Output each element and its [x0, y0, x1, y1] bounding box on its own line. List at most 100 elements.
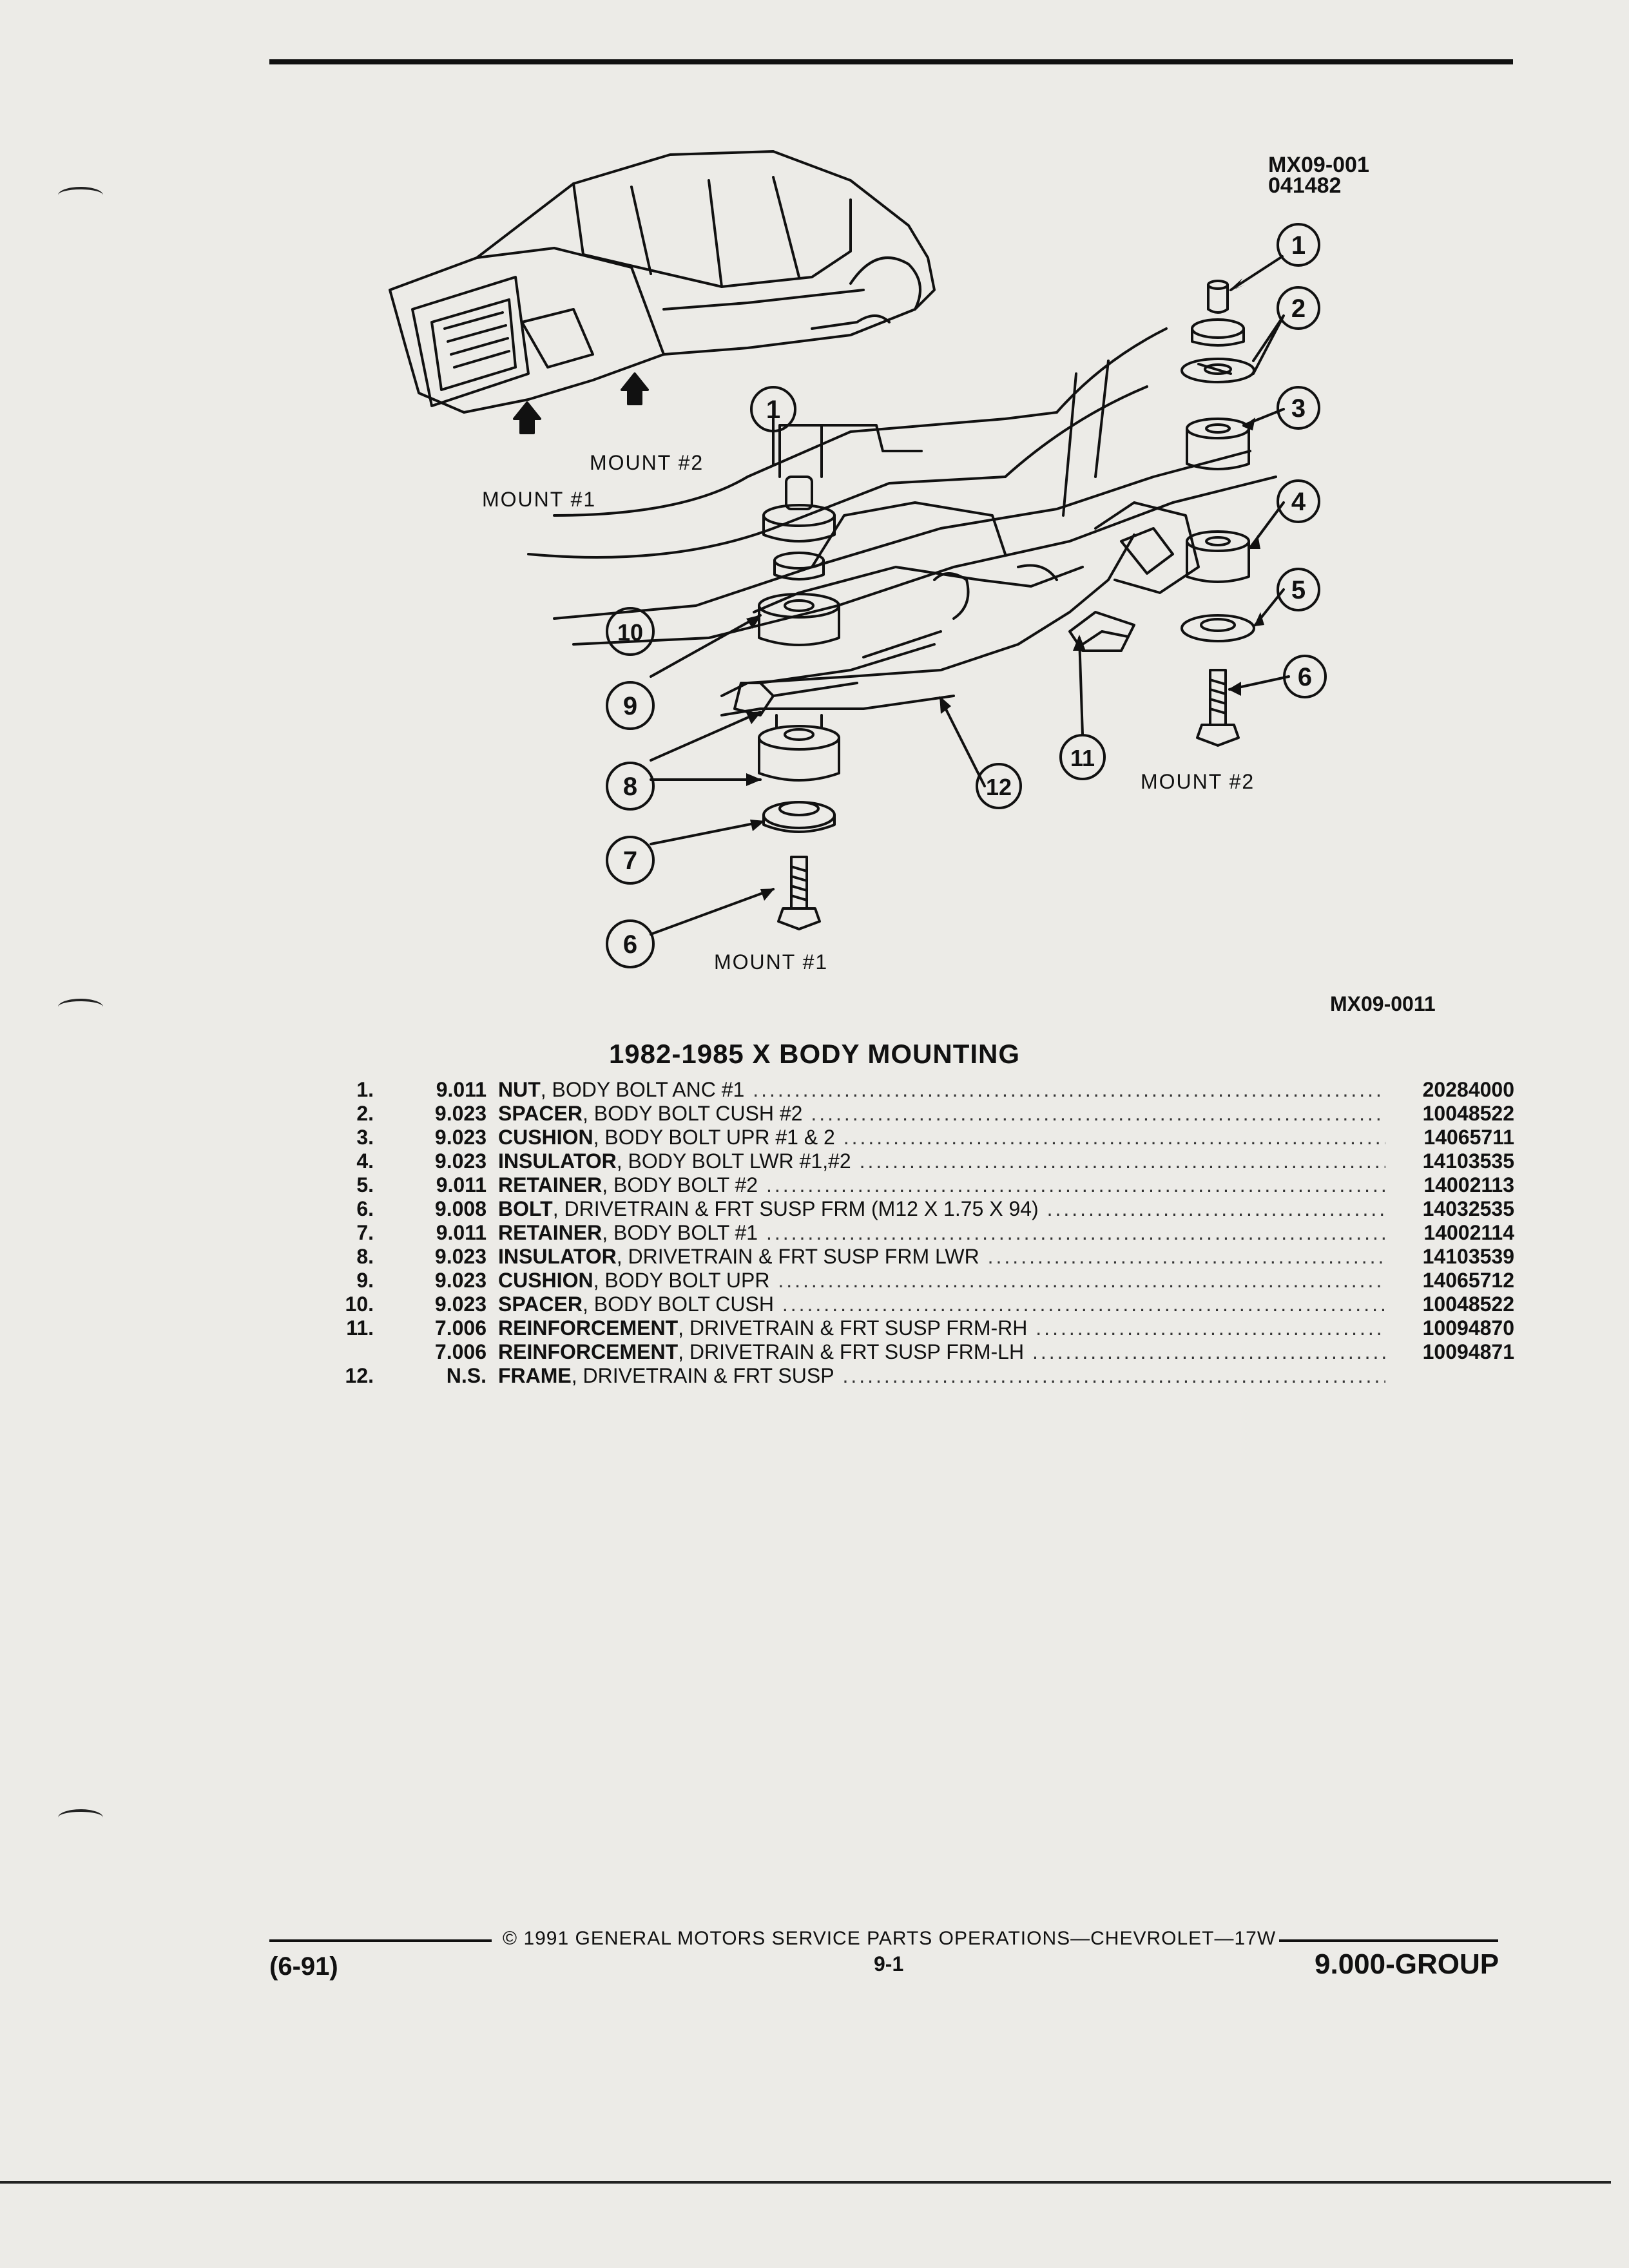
part-description: SPACER, BODY BOLT CUSH #2 ..............…	[498, 1102, 1385, 1126]
callout-2-label: 2	[1291, 294, 1306, 323]
callout-11-label: 11	[1070, 745, 1095, 771]
part-detail: , DRIVETRAIN & FRT SUSP FRM (M12 X 1.75 …	[552, 1197, 1039, 1220]
parts-row: 2. 9.023 SPACER, BODY BOLT CUSH #2 .......…	[335, 1102, 1514, 1126]
part-name: INSULATOR	[498, 1245, 617, 1268]
callout-7-label: 7	[623, 847, 637, 875]
callout-4	[1277, 479, 1320, 523]
leader-dots: ........................................…	[753, 1078, 1385, 1101]
part-name: INSULATOR	[498, 1149, 617, 1173]
margin-mark	[58, 187, 103, 204]
footer-date: (6-91)	[269, 1952, 338, 1981]
part-number: 14065712	[1422, 1269, 1514, 1292]
parts-row: 6. 9.008 BOLT, DRIVETRAIN & FRT SUSP FRM (…	[335, 1197, 1514, 1221]
item-number: 12.	[345, 1364, 374, 1387]
part-name: BOLT	[498, 1197, 553, 1220]
mount-2-label-right: MOUNT #2	[1141, 770, 1255, 793]
leader-dots: ........................................…	[1036, 1316, 1385, 1340]
footer-rule-left	[269, 1939, 492, 1942]
group-number: 9.023	[434, 1102, 487, 1125]
part-detail: , BODY BOLT #1	[602, 1221, 758, 1244]
part-number: 14065711	[1423, 1126, 1514, 1149]
callout-6b	[606, 919, 655, 968]
part-number: 14032535	[1422, 1197, 1514, 1220]
item-number: 6.	[356, 1197, 374, 1220]
part-name: RETAINER	[498, 1221, 602, 1244]
part-description: FRAME, DRIVETRAIN & FRT SUSP ...........…	[498, 1364, 1385, 1388]
part-number: 14103535	[1422, 1149, 1514, 1173]
item-number: 11.	[346, 1316, 374, 1340]
callout-5	[1277, 568, 1320, 611]
callout-2	[1277, 286, 1320, 330]
group-number: 7.006	[434, 1340, 487, 1363]
callout-6-label: 6	[1298, 663, 1312, 691]
part-number: 10048522	[1422, 1293, 1514, 1316]
group-number: 9.023	[434, 1293, 487, 1316]
part-name: NUT	[498, 1078, 541, 1101]
part-detail: , BODY BOLT #2	[602, 1173, 758, 1196]
group-number: 9.008	[434, 1197, 487, 1220]
part-name: SPACER	[498, 1293, 583, 1316]
footer-copyright: © 1991 GENERAL MOTORS SERVICE PARTS OPER…	[503, 1928, 1277, 1949]
callout-11	[1059, 734, 1106, 780]
callout-1	[1277, 223, 1320, 267]
car-body-illustration	[389, 150, 936, 414]
callout-9	[606, 681, 655, 730]
leader-dots: ........................................…	[843, 1126, 1385, 1149]
leader-dots: ........................................…	[859, 1149, 1385, 1173]
leader-dots: ........................................…	[811, 1102, 1385, 1125]
part-name: SPACER	[498, 1102, 583, 1125]
item-number: 8.	[356, 1245, 374, 1268]
part-detail: , DRIVETRAIN & FRT SUSP FRM LWR	[616, 1245, 979, 1268]
leader-dots: ........................................…	[766, 1221, 1385, 1244]
leader-dots: ........................................…	[1032, 1340, 1385, 1363]
callout-8	[606, 762, 655, 811]
page-edge-rule	[0, 2181, 1611, 2184]
mount-1-stack	[758, 424, 923, 930]
item-number: 4.	[356, 1149, 374, 1173]
item-number: 9.	[356, 1269, 374, 1292]
part-description: INSULATOR, DRIVETRAIN & FRT SUSP FRM LWR…	[498, 1245, 1385, 1269]
item-number: 2.	[356, 1102, 374, 1125]
mount-1-label-bottom: MOUNT #1	[714, 950, 829, 974]
part-detail: , DRIVETRAIN & FRT SUSP FRM-RH	[678, 1316, 1028, 1340]
part-detail: , BODY BOLT UPR	[593, 1269, 770, 1292]
mount-2-label-top: MOUNT #2	[590, 451, 704, 474]
illustration-code-bottom: MX09-0011	[1330, 992, 1436, 1015]
part-detail: , BODY BOLT CUSH	[582, 1293, 774, 1316]
group-number: 9.011	[436, 1221, 487, 1244]
callout-1b	[750, 386, 796, 432]
part-name: RETAINER	[498, 1173, 602, 1196]
group-number: 7.006	[434, 1316, 487, 1340]
footer-page-number: 9-1	[874, 1952, 904, 1975]
leader-dots: ........................................…	[766, 1173, 1385, 1196]
part-description: RETAINER, BODY BOLT #2 .................…	[498, 1173, 1385, 1197]
part-description: CUSHION, BODY BOLT UPR #1 & 2 ..........…	[498, 1126, 1385, 1149]
parts-row: 7.006 REINFORCEMENT, DRIVETRAIN & FRT SUS…	[335, 1340, 1514, 1364]
margin-mark	[58, 999, 103, 1015]
group-number: 9.023	[434, 1149, 487, 1173]
callout-7	[606, 836, 655, 885]
callout-9-label: 9	[623, 692, 637, 720]
group-number: N.S.	[446, 1364, 487, 1387]
part-detail: , BODY BOLT LWR #1,#2	[616, 1149, 851, 1173]
callout-3	[1277, 386, 1320, 430]
callout-3-label: 3	[1291, 394, 1306, 423]
callouts	[606, 223, 1327, 968]
leader-dots: ........................................…	[778, 1269, 1385, 1292]
header-rule	[269, 59, 1513, 64]
mount-1-label-top: MOUNT #1	[482, 488, 597, 511]
illustration-date: 041482	[1268, 173, 1342, 198]
part-name: REINFORCEMENT	[498, 1340, 679, 1363]
body-mounting-diagram: 1 2 3 4 5 6 11 12 10 9 8 7 6 1	[389, 150, 1327, 968]
part-number: 14002113	[1423, 1173, 1514, 1196]
parts-row: 11. 7.006 REINFORCEMENT, DRIVETRAIN & FRT …	[335, 1316, 1514, 1340]
leader-dots: ........................................…	[987, 1245, 1385, 1268]
item-number: 10.	[345, 1293, 374, 1316]
part-description: REINFORCEMENT, DRIVETRAIN & FRT SUSP FRM…	[498, 1340, 1385, 1364]
part-description: REINFORCEMENT, DRIVETRAIN & FRT SUSP FRM…	[498, 1316, 1385, 1340]
callout-10-label: 10	[617, 619, 643, 646]
part-number: 10094871	[1422, 1340, 1514, 1363]
callout-6b-label: 6	[623, 930, 637, 959]
